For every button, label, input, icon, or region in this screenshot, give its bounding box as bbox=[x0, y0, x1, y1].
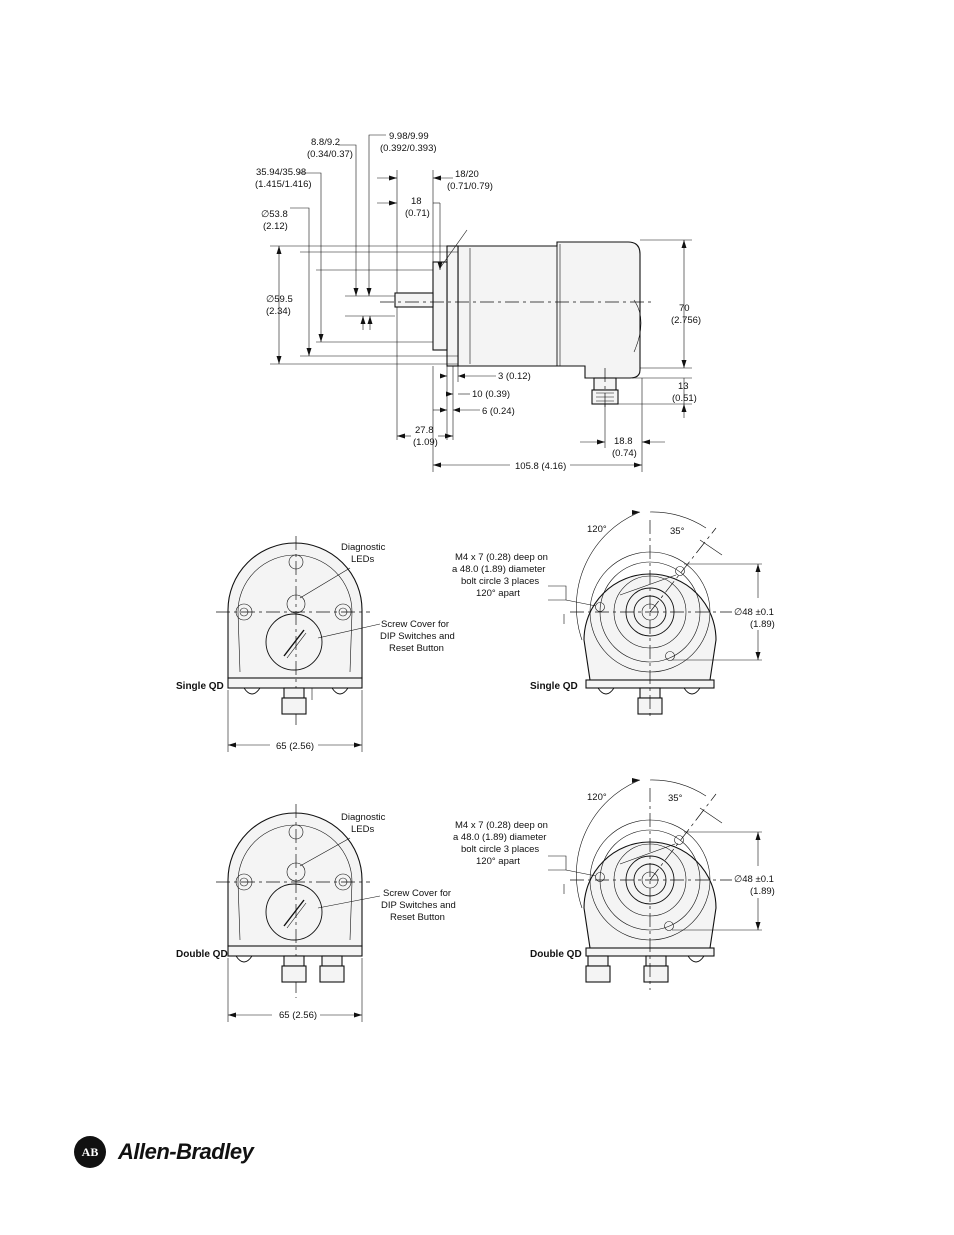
dim-27-8-in: (1.09) bbox=[413, 437, 438, 448]
single-width-dim: 65 (2.56) bbox=[276, 741, 314, 752]
double-cover-label-3: Reset Button bbox=[390, 912, 445, 923]
double-qd-label: Double QD bbox=[176, 949, 228, 960]
dim-18-20-in: (0.71/0.79) bbox=[447, 181, 493, 192]
double-mount-note-2: a 48.0 (1.89) diameter bbox=[453, 832, 546, 843]
double-angle-120: 120° bbox=[587, 792, 607, 803]
single-mount-note-2: a 48.0 (1.89) diameter bbox=[452, 564, 545, 575]
dim-18-8: 18.8 bbox=[614, 436, 633, 447]
single-mount-note-3: bolt circle 3 places bbox=[461, 576, 539, 587]
dim-18-in: (0.71) bbox=[405, 208, 430, 219]
single-leds-label-1: Diagnostic bbox=[341, 542, 386, 553]
dim-70-in: (2.756) bbox=[671, 315, 701, 326]
double-mount-note-3: bolt circle 3 places bbox=[461, 844, 539, 855]
single-mount-note-1: M4 x 7 (0.28) deep on bbox=[455, 552, 548, 563]
dim-13: 13 bbox=[678, 381, 689, 392]
single-leds-label-2: LEDs bbox=[351, 554, 374, 565]
double-angle-35: 35° bbox=[668, 793, 683, 804]
double-qd-rear-label: Double QD bbox=[530, 949, 582, 960]
dim-pilot: 35.94/35.98 bbox=[256, 167, 306, 178]
ab-badge-icon: AB bbox=[74, 1136, 106, 1168]
dim-18-20: 18/20 bbox=[455, 169, 479, 180]
single-bolt-dia-in: (1.89) bbox=[750, 619, 775, 630]
double-qd-front-view: Diagnostic LEDs Screw Cover for DIP Swit… bbox=[176, 804, 456, 1022]
dim-13-in: (0.51) bbox=[672, 393, 697, 404]
brand-name: Allen-Bradley bbox=[118, 1139, 254, 1164]
dim-3: 3 (0.12) bbox=[498, 371, 531, 382]
double-width-dim: 65 (2.56) bbox=[279, 1010, 317, 1021]
double-leds-label-2: LEDs bbox=[351, 824, 374, 835]
dim-10: 10 (0.39) bbox=[472, 389, 510, 400]
double-mount-note-4: 120° apart bbox=[476, 856, 520, 867]
double-cover-label-1: Screw Cover for bbox=[383, 888, 451, 899]
dim-shaft-length: 8.8/9.2 bbox=[311, 137, 340, 148]
dim-shaft-length-in: (0.34/0.37) bbox=[307, 149, 353, 160]
dim-18: 18 bbox=[411, 196, 422, 207]
single-qd-front-view: Diagnostic LEDs Screw Cover for DIP Swit… bbox=[176, 536, 455, 752]
single-bolt-dia: ∅48 ±0.1 bbox=[734, 607, 774, 618]
double-mount-note-1: M4 x 7 (0.28) deep on bbox=[455, 820, 548, 831]
allen-bradley-logo: AB Allen-Bradley bbox=[74, 1136, 274, 1172]
double-leds-label-1: Diagnostic bbox=[341, 812, 386, 823]
single-angle-120: 120° bbox=[587, 524, 607, 535]
dim-shaft-dia-in: (0.392/0.393) bbox=[380, 143, 437, 154]
single-mount-note-4: 120° apart bbox=[476, 588, 520, 599]
single-qd-label: Single QD bbox=[176, 681, 224, 692]
side-view: 8.8/9.2 (0.34/0.37) 9.98/9.99 (0.392/0.3… bbox=[255, 131, 701, 472]
dim-27-8: 27.8 bbox=[415, 425, 434, 436]
single-qd-rear-view: 120° 35° M4 x 7 (0.28) deep on a 48.0 (1… bbox=[452, 510, 775, 720]
dim-53-8-in: (2.12) bbox=[263, 221, 288, 232]
single-cover-label-1: Screw Cover for bbox=[381, 619, 449, 630]
dim-59-5: ∅59.5 bbox=[266, 294, 293, 305]
single-qd-rear-label: Single QD bbox=[530, 681, 578, 692]
dim-105-8: 105.8 (4.16) bbox=[515, 461, 566, 472]
single-cover-label-3: Reset Button bbox=[389, 643, 444, 654]
dim-18-8-in: (0.74) bbox=[612, 448, 637, 459]
single-cover-label-2: DIP Switches and bbox=[380, 631, 455, 642]
double-bolt-dia-in: (1.89) bbox=[750, 886, 775, 897]
dim-70: 70 bbox=[679, 303, 690, 314]
dim-6: 6 (0.24) bbox=[482, 406, 515, 417]
single-angle-35: 35° bbox=[670, 526, 685, 537]
double-cover-label-2: DIP Switches and bbox=[381, 900, 456, 911]
dim-59-5-in: (2.34) bbox=[266, 306, 291, 317]
dim-53-8: ∅53.8 bbox=[261, 209, 288, 220]
double-qd-rear-view: 120° 35° M4 x 7 (0.28) deep on a 48.0 (1… bbox=[453, 778, 775, 990]
double-bolt-dia: ∅48 ±0.1 bbox=[734, 874, 774, 885]
dim-shaft-dia: 9.98/9.99 bbox=[389, 131, 429, 142]
dim-pilot-in: (1.415/1.416) bbox=[255, 179, 312, 190]
